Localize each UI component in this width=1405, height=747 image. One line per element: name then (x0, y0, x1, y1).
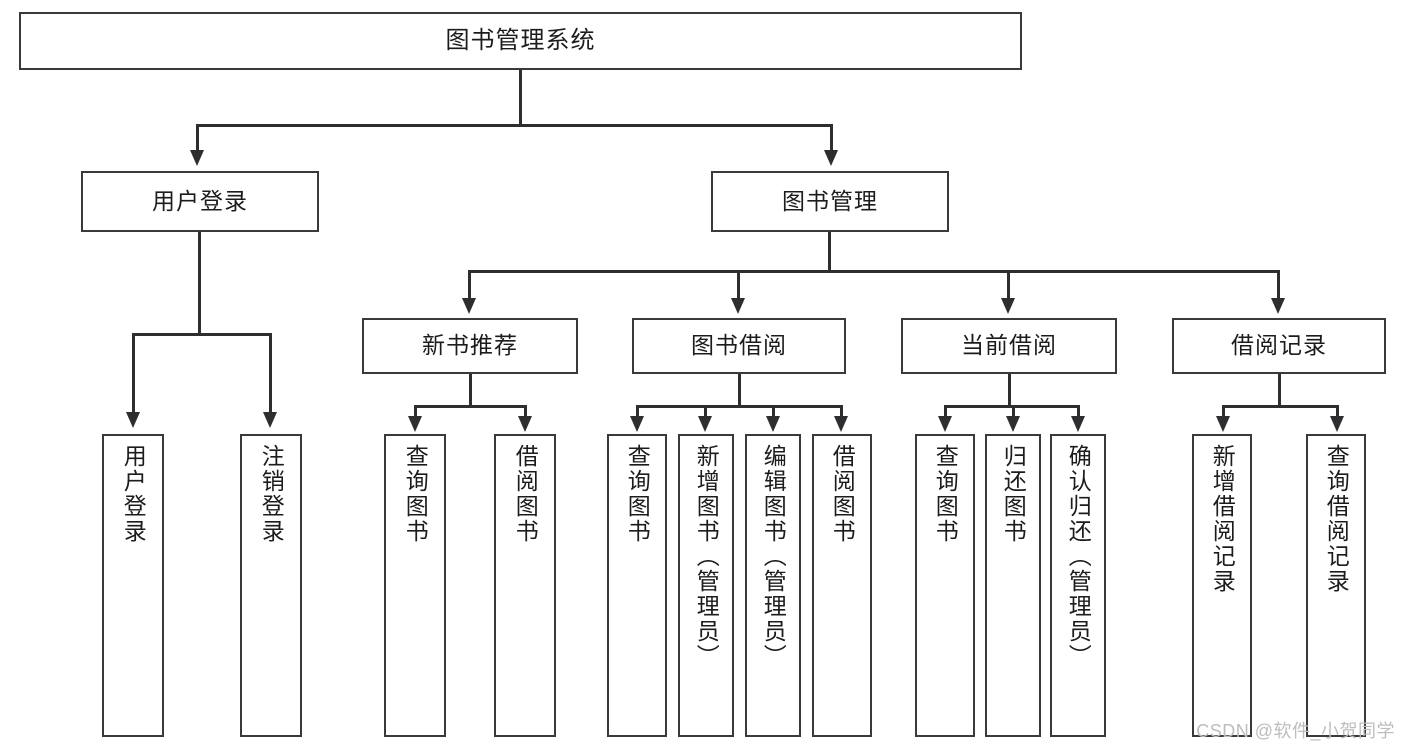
leaf-edit-book-admin[interactable]: 编辑图书（管理员） (745, 434, 801, 737)
node-label: 新增借阅记录 (1209, 444, 1236, 594)
connector-root-stem (519, 70, 522, 126)
connector-new-book-child-1 (414, 405, 417, 419)
leaf-query-book-borrow[interactable]: 查询图书 (607, 434, 667, 737)
connector-book-borrow-child-1 (636, 405, 639, 419)
arrowhead-current-borrow (1001, 298, 1015, 314)
connector-current-borrow-child-2 (1012, 405, 1015, 419)
node-label: 借阅图书 (512, 444, 539, 544)
node-label: 用户登录 (120, 444, 147, 544)
node-label: 用户登录 (152, 187, 248, 214)
connector-book-mgmt-stem (828, 232, 831, 272)
arrowhead-leaf-query-book-2 (630, 416, 644, 432)
arrowhead-leaf-edit-book (766, 416, 780, 432)
connector-book-borrow-child-2 (704, 405, 707, 419)
node-label: 编辑图书（管理员） (760, 444, 787, 669)
arrowhead-leaf-add-book (698, 416, 712, 432)
arrowhead-leaf-query-book-3 (938, 416, 952, 432)
connector-new-book-stem (469, 374, 472, 407)
node-label: 图书借阅 (691, 332, 787, 359)
node-label: 确认归还（管理员） (1065, 444, 1092, 669)
connector-book-borrow-bar (636, 405, 842, 408)
connector-current-borrow-stem (1008, 374, 1011, 407)
connector-borrow-record-stem (1278, 374, 1281, 407)
node-root-system[interactable]: 图书管理系统 (19, 12, 1022, 70)
connector-book-borrow-stem (738, 374, 741, 407)
connector-book-borrow-child-4 (840, 405, 843, 419)
csdn-watermark: CSDN @软件_小贺同学 (1196, 721, 1395, 741)
leaf-borrow-book[interactable]: 借阅图书 (812, 434, 872, 737)
leaf-confirm-return-admin[interactable]: 确认归还（管理员） (1050, 434, 1106, 737)
node-user-login[interactable]: 用户登录 (81, 171, 319, 232)
connector-current-borrow-bar (944, 405, 1079, 408)
connector-book-mgmt-bar (468, 270, 1279, 273)
connector-borrow-record-child-2 (1336, 405, 1339, 419)
arrowhead-leaf-borrow-book-1 (518, 416, 532, 432)
node-label: 归还图书 (1000, 444, 1027, 544)
connector-book-mgmt-child-4 (1277, 270, 1280, 300)
node-label: 借阅图书 (829, 444, 856, 544)
leaf-add-book-admin[interactable]: 新增图书（管理员） (678, 434, 734, 737)
node-borrow-record[interactable]: 借阅记录 (1172, 318, 1386, 374)
connector-book-mgmt-child-1 (468, 270, 471, 300)
node-label: 图书管理系统 (445, 26, 596, 54)
connector-borrow-record-child-1 (1222, 405, 1225, 419)
arrowhead-leaf-user-login (126, 412, 140, 428)
arrowhead-leaf-borrow-book-2 (834, 416, 848, 432)
arrowhead-leaf-confirm-return (1071, 416, 1085, 432)
arrowhead-borrow-record (1271, 298, 1285, 314)
leaf-query-borrow-record[interactable]: 查询借阅记录 (1306, 434, 1366, 737)
connector-book-mgmt-child-3 (1007, 270, 1010, 300)
leaf-return-book[interactable]: 归还图书 (985, 434, 1041, 737)
node-label: 查询图书 (932, 444, 959, 544)
node-label: 查询图书 (402, 444, 429, 544)
arrowhead-leaf-add-borrow-record (1216, 416, 1230, 432)
leaf-user-login[interactable]: 用户登录 (102, 434, 164, 737)
node-label: 借阅记录 (1231, 332, 1327, 359)
node-label: 新书推荐 (422, 332, 518, 359)
node-label: 注销登录 (258, 444, 285, 544)
connector-root-to-user-login (196, 124, 199, 152)
node-current-borrow[interactable]: 当前借阅 (901, 318, 1117, 374)
arrowhead-leaf-query-borrow-record (1330, 416, 1344, 432)
node-new-book-recommend[interactable]: 新书推荐 (362, 318, 578, 374)
arrowhead-user-login (190, 150, 204, 166)
arrowhead-leaf-return-book (1006, 416, 1020, 432)
node-label: 查询图书 (624, 444, 651, 544)
node-book-borrow[interactable]: 图书借阅 (632, 318, 846, 374)
arrowhead-new-book-recommend (462, 298, 476, 314)
connector-root-bar (196, 124, 832, 127)
connector-current-borrow-child-3 (1077, 405, 1080, 419)
leaf-logout[interactable]: 注销登录 (240, 434, 302, 737)
node-label: 查询借阅记录 (1323, 444, 1350, 594)
leaf-borrow-book-recommend[interactable]: 借阅图书 (494, 434, 556, 737)
connector-root-to-book-mgmt (830, 124, 833, 152)
leaf-query-book-recommend[interactable]: 查询图书 (384, 434, 446, 737)
node-label: 新增图书（管理员） (693, 444, 720, 669)
arrowhead-leaf-logout (263, 412, 277, 428)
node-label: 当前借阅 (961, 332, 1057, 359)
arrowhead-book-borrow (731, 298, 745, 314)
arrowhead-book-mgmt (824, 150, 838, 166)
connector-new-book-bar (414, 405, 527, 408)
connector-book-borrow-child-3 (772, 405, 775, 419)
node-label: 图书管理 (782, 187, 878, 214)
leaf-query-book-current[interactable]: 查询图书 (915, 434, 975, 737)
connector-user-login-stem (198, 232, 201, 335)
connector-current-borrow-child-1 (944, 405, 947, 419)
connector-new-book-child-2 (524, 405, 527, 419)
connector-user-login-child-2 (269, 333, 272, 414)
leaf-add-borrow-record[interactable]: 新增借阅记录 (1192, 434, 1252, 737)
node-book-management[interactable]: 图书管理 (711, 171, 949, 232)
connector-borrow-record-bar (1222, 405, 1339, 408)
connector-user-login-child-1 (132, 333, 135, 414)
arrowhead-leaf-query-book-1 (408, 416, 422, 432)
connector-book-mgmt-child-2 (737, 270, 740, 300)
connector-user-login-bar (132, 333, 271, 336)
